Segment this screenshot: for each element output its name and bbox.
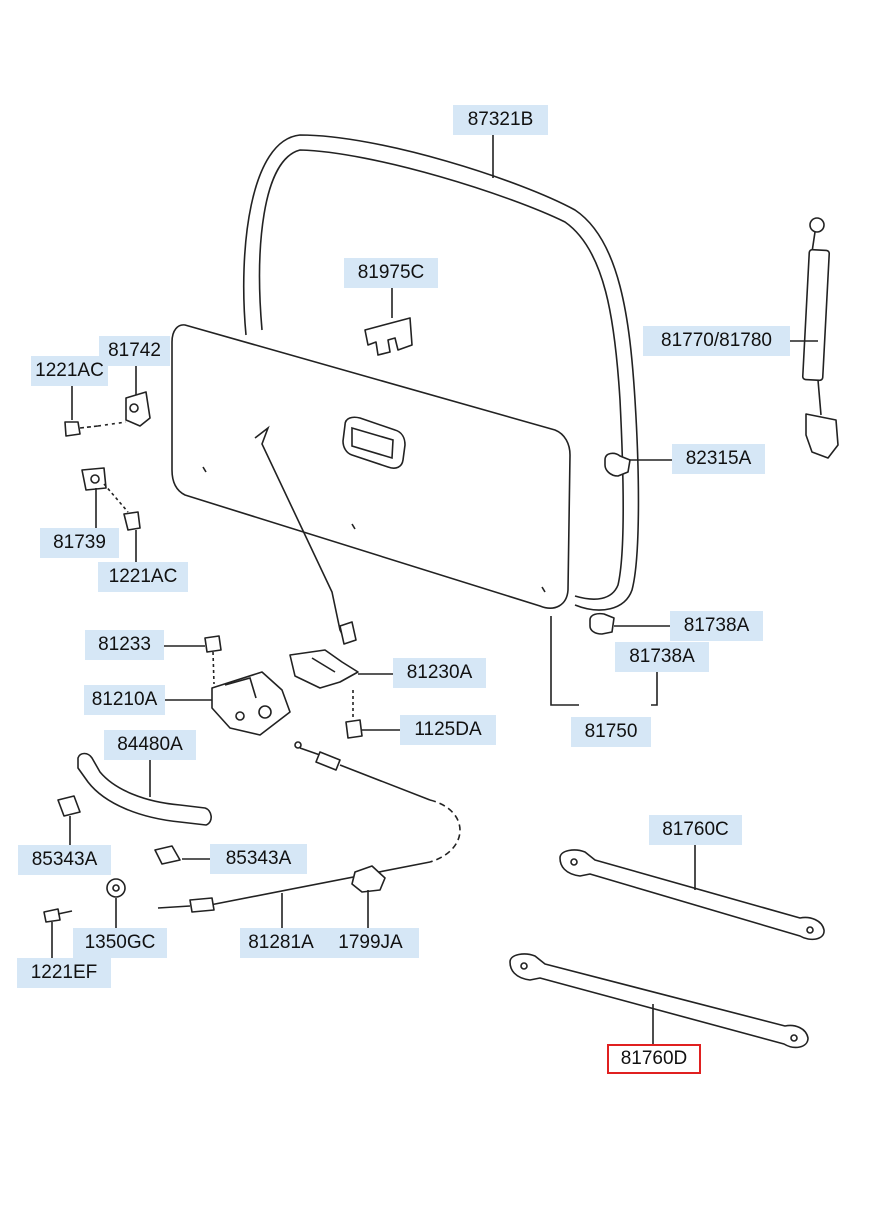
stay-81760C-drawing (559, 849, 825, 941)
label-81975C[interactable]: 81975C (344, 258, 438, 288)
label-82315A[interactable]: 82315A (672, 444, 765, 474)
label-81210A[interactable]: 81210A (84, 685, 165, 715)
label-81230A[interactable]: 81230A (393, 658, 486, 688)
weatherstrip-87321B-drawing (242, 134, 640, 611)
label-81281A[interactable]: 81281A (240, 928, 322, 958)
label-87321B[interactable]: 87321B (453, 105, 548, 135)
label-81233[interactable]: 81233 (85, 630, 164, 660)
screw-1221EF-drawing (43, 908, 61, 923)
label-84480A[interactable]: 84480A (104, 730, 196, 760)
label-85343A-1[interactable]: 85343A (18, 845, 111, 875)
label-1221EF[interactable]: 1221EF (17, 958, 111, 988)
label-81750[interactable]: 81750 (571, 717, 651, 747)
label-1221AC-low[interactable]: 1221AC (98, 562, 188, 592)
handle-84480A-drawing (77, 752, 212, 826)
label-85343A-2[interactable]: 85343A (210, 844, 307, 874)
lock-control-81230A-drawing (289, 649, 359, 689)
label-81760D-selected[interactable]: 81760D (607, 1044, 701, 1074)
hinge-81742-drawing (64, 391, 151, 437)
label-1350GC[interactable]: 1350GC (73, 928, 167, 958)
cable-81281A-drawing (157, 741, 461, 913)
label-1221AC-top[interactable]: 1221AC (31, 356, 108, 386)
leader-lines (51, 132, 818, 1045)
bolt-81233-drawing (204, 635, 222, 653)
bracket-81975C-drawing (364, 317, 413, 356)
stay-81760D-drawing (509, 953, 809, 1049)
label-81738A-2[interactable]: 81738A (615, 642, 709, 672)
label-81739[interactable]: 81739 (40, 528, 119, 558)
bumper-82315A-drawing (604, 452, 631, 477)
label-81760C[interactable]: 81760C (649, 815, 742, 845)
washer-1350GC-drawing (106, 878, 126, 898)
clamp-1799JA-drawing (351, 865, 386, 893)
rod-clip-drawing (339, 621, 357, 645)
screw-1125DA-drawing (345, 719, 363, 739)
gas-strut-drawing (801, 217, 839, 459)
latch-81210A-drawing (211, 671, 291, 736)
clip-85343A-1-drawing (57, 795, 81, 817)
trim-panel-drawing (171, 324, 571, 609)
label-81738A-1[interactable]: 81738A (670, 611, 763, 641)
clip-85343A-2-drawing (154, 845, 181, 865)
label-81770-81780[interactable]: 81770/81780 (643, 326, 790, 356)
bracket-81739-drawing (81, 467, 141, 531)
bumper-81738A-drawing (589, 612, 615, 635)
label-1799JA[interactable]: 1799JA (322, 928, 419, 958)
label-1125DA[interactable]: 1125DA (400, 715, 496, 745)
label-81742[interactable]: 81742 (99, 336, 170, 366)
